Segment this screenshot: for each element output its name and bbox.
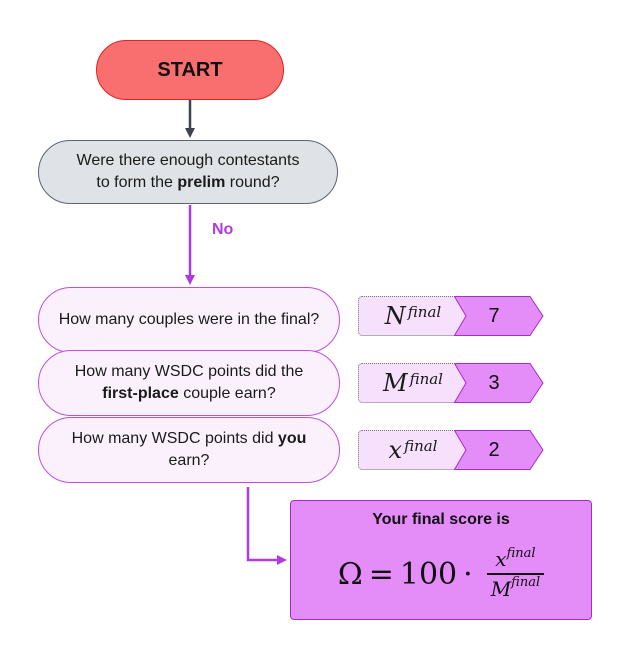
variable-superscript: final (407, 303, 442, 321)
value-arrow-shape (454, 430, 544, 470)
result-box: Your final score is Ω = 100 · xfinal Mfi… (290, 500, 592, 620)
decision-line2-bold: prelim (177, 174, 226, 191)
score-formula: Ω = 100 · xfinal Mfinal (291, 539, 591, 609)
value-text: 2 (488, 438, 500, 461)
question-text: How many WSDC points did you earn? (55, 428, 323, 472)
question-couples-in-final: How many couples were in the final? (38, 287, 340, 353)
question-your-points: How many WSDC points did you earn? (38, 417, 340, 483)
decision-line1: Were there enough contestants (76, 152, 300, 169)
value-x-final: 2 (454, 430, 544, 470)
denominator-superscript: final (511, 575, 541, 591)
value-n-final: 7 (454, 296, 544, 336)
question-text-pre: How many WSDC points did the (74, 363, 304, 380)
edge-label-no: No (212, 221, 234, 238)
variable-superscript: final (409, 370, 443, 388)
formula-equals: = (368, 556, 394, 592)
formula-fraction: xfinal Mfinal (486, 545, 545, 601)
fraction-numerator: xfinal (491, 545, 539, 572)
fraction-bar (486, 573, 545, 575)
edge-questions-to-result (246, 487, 287, 565)
start-label: START (157, 58, 223, 81)
fraction-denominator: Mfinal (487, 575, 544, 601)
decision-line2-pre: to form the (96, 174, 178, 191)
question-text-bold: first-place (102, 385, 179, 402)
question-text: How many WSDC points did the first-place… (55, 361, 323, 405)
variable-symbol: x (388, 436, 403, 464)
formula-dot: · (463, 556, 473, 592)
formula-omega: Ω (337, 556, 363, 592)
value-arrow-shape (454, 296, 544, 336)
question-text-post: earn? (168, 452, 210, 469)
value-arrow-shape (454, 363, 544, 403)
variable-symbol: M (383, 369, 408, 397)
start-node: START (96, 40, 284, 100)
value-m-final: 3 (454, 363, 544, 403)
numerator-superscript: final (506, 545, 536, 561)
decision-text: Were there enough contestants to form th… (77, 150, 300, 194)
formula-hundred: 100 (399, 556, 458, 592)
question-first-place-points: How many WSDC points did the first-place… (38, 350, 340, 416)
value-text: 7 (488, 304, 500, 327)
question-text-post: couple earn? (178, 385, 276, 402)
decision-line2-post: round? (225, 174, 280, 191)
variable-symbol: N (384, 302, 406, 330)
question-text-pre: How many couples were in the final? (58, 311, 320, 328)
denominator-symbol: M (490, 576, 512, 601)
numerator-symbol: x (495, 547, 507, 572)
result-title: Your final score is (372, 511, 510, 528)
variable-superscript: final (404, 437, 438, 455)
question-text-bold: you (277, 430, 307, 447)
question-text: How many couples were in the final? (59, 309, 320, 331)
question-text-pre: How many WSDC points did (71, 430, 278, 447)
decision-prelim-node: Were there enough contestants to form th… (38, 140, 338, 204)
value-text: 3 (488, 371, 500, 394)
